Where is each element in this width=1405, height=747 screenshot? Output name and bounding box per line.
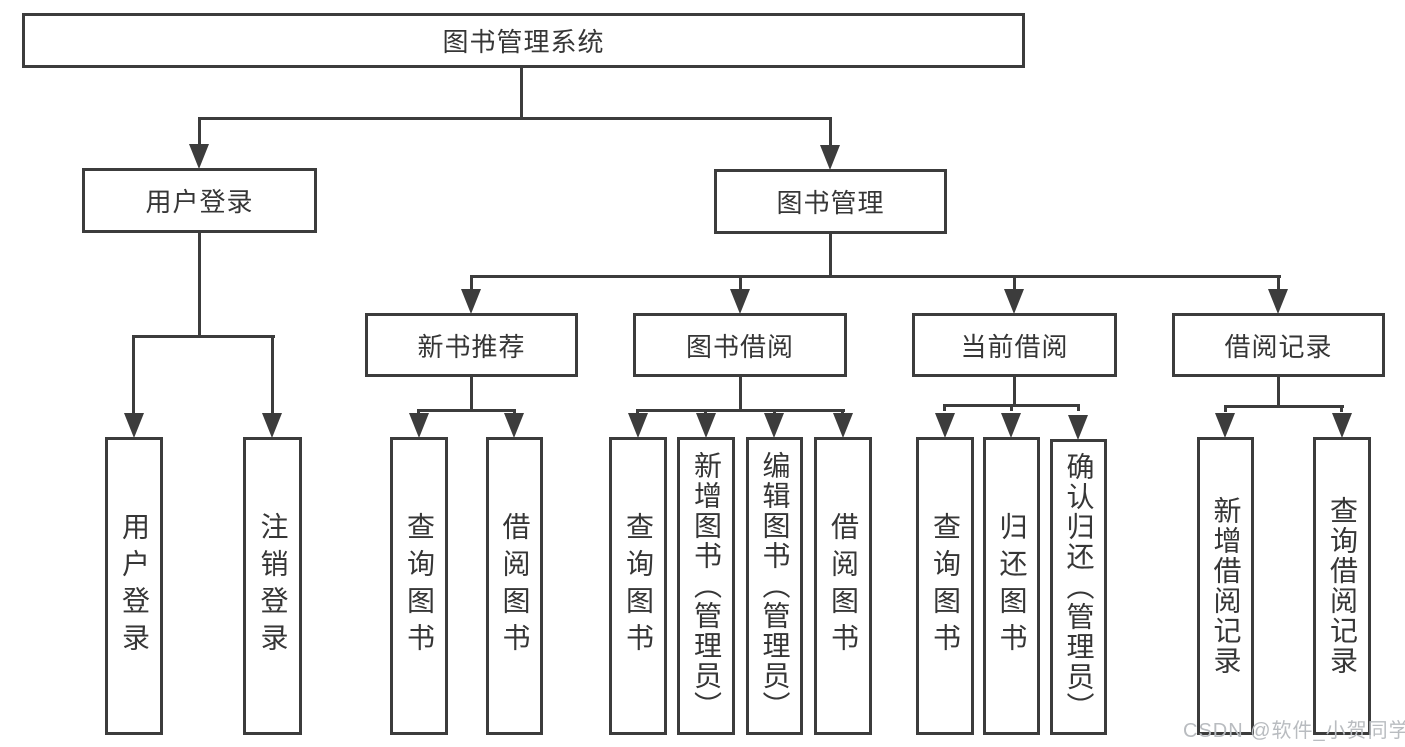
arrow-down-icon <box>1001 413 1021 438</box>
connector-nbr-hbar <box>417 409 516 412</box>
node-leaf-bb-add-books-label: 新增图书（管理员） <box>691 451 722 721</box>
connector-drop-leaf-logout <box>271 335 274 415</box>
arrow-down-icon <box>262 413 282 438</box>
node-leaf-br-query-record: 查询借阅记录 <box>1313 437 1371 735</box>
arrow-down-icon <box>504 413 524 438</box>
node-leaf-cb-return-books: 归还图书 <box>983 437 1040 735</box>
node-new-book-recommend: 新书推荐 <box>365 313 578 377</box>
connector-drop-borrow-records <box>1277 275 1280 292</box>
node-book-borrow: 图书借阅 <box>633 313 847 377</box>
arrow-down-icon <box>409 413 429 438</box>
connector-cb-drop <box>1013 375 1016 406</box>
arrow-down-icon <box>628 413 648 438</box>
node-user-login-label: 用户登录 <box>145 187 254 217</box>
arrow-down-icon <box>1068 415 1088 440</box>
node-root: 图书管理系统 <box>22 13 1025 68</box>
watermark: CSDN @软件_小贺同学 <box>1183 720 1405 742</box>
connector-drop-user-login <box>198 117 201 146</box>
node-leaf-cb-confirm-return-label: 确认归还（管理员） <box>1063 452 1095 722</box>
node-leaf-bb-edit-books: 编辑图书（管理员） <box>746 437 803 735</box>
node-leaf-logout-label: 注销登录 <box>257 512 289 660</box>
connector-drop-new-book-recommend <box>470 275 473 292</box>
node-book-borrow-label: 图书借阅 <box>685 331 794 362</box>
connector-bb-hbar <box>636 409 845 412</box>
node-book-management: 图书管理 <box>714 169 947 234</box>
node-leaf-bb-edit-books-label: 编辑图书（管理员） <box>759 451 791 721</box>
arrow-down-icon <box>1332 413 1352 438</box>
node-book-management-label: 图书管理 <box>776 188 885 218</box>
node-leaf-bb-query-books: 查询图书 <box>609 437 667 735</box>
connector-stub <box>513 409 516 416</box>
arrow-down-icon <box>124 413 144 438</box>
connector-drop-book-management <box>829 117 832 147</box>
arrow-down-icon <box>461 289 481 314</box>
node-leaf-nbr-borrow-books-label: 借阅图书 <box>499 512 531 660</box>
node-leaf-nbr-query-books: 查询图书 <box>390 437 448 735</box>
node-new-book-recommend-label: 新书推荐 <box>417 331 526 362</box>
connector-drop-leaf-user-login <box>132 335 135 415</box>
connector-nbr-drop <box>470 375 473 411</box>
connector-stub <box>841 409 844 416</box>
node-leaf-cb-query-books: 查询图书 <box>916 437 974 735</box>
arrow-down-icon <box>764 413 784 438</box>
node-leaf-br-add-record: 新增借阅记录 <box>1197 437 1254 735</box>
connector-stub <box>1340 405 1343 412</box>
node-leaf-br-query-record-label: 查询借阅记录 <box>1327 496 1358 676</box>
node-leaf-bb-borrow-books-label: 借阅图书 <box>828 512 859 660</box>
connector-stub <box>636 409 639 416</box>
arrow-down-icon <box>833 413 853 438</box>
connector-level2-hbar <box>470 275 1281 278</box>
connector-stub <box>773 409 776 416</box>
connector-bb-drop <box>739 375 742 411</box>
node-current-borrow-label: 当前借阅 <box>960 331 1069 362</box>
connector-stub <box>704 409 707 416</box>
node-user-login: 用户登录 <box>82 168 317 233</box>
connector-root-drop <box>520 66 523 119</box>
node-leaf-user-login-label: 用户登录 <box>119 512 150 660</box>
connector-stub <box>943 404 946 411</box>
connector-drop-current-borrow <box>1013 275 1016 292</box>
connector-stub <box>1010 404 1013 411</box>
arrow-down-icon <box>1215 413 1235 438</box>
connector-drop-book-borrow <box>739 275 742 292</box>
connector-br-hbar <box>1224 405 1344 408</box>
node-leaf-nbr-query-books-label: 查询图书 <box>404 512 435 660</box>
node-leaf-bb-borrow-books: 借阅图书 <box>814 437 872 735</box>
connector-stub <box>417 409 420 416</box>
node-leaf-cb-query-books-label: 查询图书 <box>930 512 961 660</box>
node-current-borrow: 当前借阅 <box>912 313 1117 377</box>
node-leaf-logout: 注销登录 <box>243 437 302 735</box>
node-leaf-bb-query-books-label: 查询图书 <box>623 512 654 660</box>
arrow-down-icon <box>935 413 955 438</box>
node-borrow-records-label: 借阅记录 <box>1224 331 1333 362</box>
node-leaf-user-login: 用户登录 <box>105 437 163 735</box>
arrow-down-icon <box>696 413 716 438</box>
connector-book-management-drop <box>829 232 832 277</box>
node-leaf-cb-confirm-return: 确认归还（管理员） <box>1050 439 1107 735</box>
node-leaf-br-add-record-label: 新增借阅记录 <box>1210 496 1242 676</box>
node-leaf-cb-return-books-label: 归还图书 <box>996 512 1028 660</box>
connector-br-drop <box>1277 375 1280 408</box>
arrow-down-icon <box>730 289 750 314</box>
arrow-down-icon <box>820 145 840 170</box>
connector-stub <box>1224 405 1227 412</box>
node-leaf-nbr-borrow-books: 借阅图书 <box>486 437 543 735</box>
arrow-down-icon <box>1268 289 1288 314</box>
node-root-label: 图书管理系统 <box>442 27 605 57</box>
connector-user-login-drop <box>198 231 201 337</box>
connector-level1-hbar <box>198 117 832 120</box>
connector-user-login-hbar <box>132 335 275 338</box>
arrow-down-icon <box>1004 289 1024 314</box>
arrow-down-icon <box>189 144 209 169</box>
node-borrow-records: 借阅记录 <box>1172 313 1385 377</box>
node-leaf-bb-add-books: 新增图书（管理员） <box>677 437 735 735</box>
connector-stub <box>1077 404 1080 411</box>
